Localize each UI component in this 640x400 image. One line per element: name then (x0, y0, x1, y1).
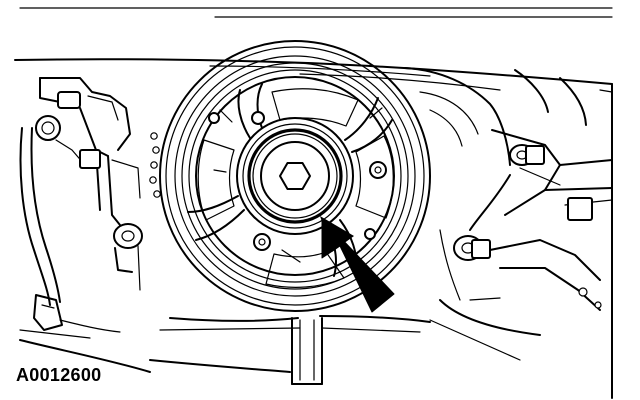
left-engine-components (19, 77, 161, 373)
callout-arrow-icon (320, 216, 395, 313)
crankshaft-pulley (159, 40, 431, 312)
lower-frame (149, 315, 431, 385)
figure-id-label: A0012600 (14, 365, 104, 385)
hex-socket-icon (279, 162, 311, 190)
border-lines (19, 7, 613, 18)
right-engine-components (404, 67, 613, 399)
crankshaft-bolt (247, 128, 343, 224)
